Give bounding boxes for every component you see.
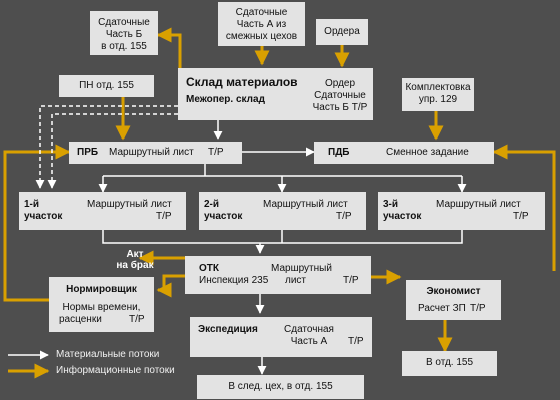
sklad-subtitle: Межопер. склад <box>186 94 265 105</box>
node-text: В след. цех, в отд. 155 <box>228 381 333 392</box>
uchastok-number: 2-й <box>204 199 220 210</box>
pdb-name: ПДБ <box>328 147 350 158</box>
uchastok-number: 1-й <box>24 199 40 210</box>
node-sdatochnye-b: Сдаточные Часть Б в отд. 155 <box>90 11 158 55</box>
node-sklad-materialov: Склад материалов Межопер. склад Ордер Сд… <box>178 68 373 120</box>
node-uchastok-1: 1-й участок Маршрутный лист Т/Р <box>19 192 186 230</box>
normirovshik-text: расценки <box>59 314 102 325</box>
node-text: ПН отд. 155 <box>79 80 134 91</box>
node-sdatochnye-a: Сдаточные Часть А из смежных цехов <box>218 2 305 46</box>
akt-text: на брак <box>116 260 154 271</box>
prb-name: ПРБ <box>77 147 99 158</box>
akt-na-brak-label: Акт на брак <box>112 249 158 271</box>
otk-tr: Т/Р <box>343 275 359 286</box>
uchastok-number: 3-й <box>383 199 399 210</box>
prb-tr: Т/Р <box>208 147 224 158</box>
uchastok-tr: Т/Р <box>156 211 172 222</box>
legend-info-flows: Информационные потоки <box>56 365 175 376</box>
ekonomist-doc: Расчет ЗП <box>418 303 466 314</box>
node-text: В отд. 155 <box>425 357 474 368</box>
node-text: Часть А из <box>236 19 287 30</box>
node-text: Ордера <box>324 26 360 37</box>
legend-material-flows: Материальные потоки <box>56 349 160 360</box>
ekonomist-tr: Т/Р <box>470 303 486 314</box>
node-text: в отд. 155 <box>101 41 147 52</box>
node-komplektovka: Комплектовка упр. 129 <box>402 78 474 111</box>
ekspeditsiya-tr: Т/Р <box>348 336 364 347</box>
node-text: упр. 129 <box>418 94 458 105</box>
node-text: Комплектовка <box>405 82 471 93</box>
ekspeditsiya-text: Часть А <box>290 336 328 347</box>
uchastok-label: участок <box>204 211 243 222</box>
node-prb: ПРБ Маршрутный лист Т/Р <box>69 142 242 164</box>
node-normirovshik: Нормировщик Нормы времени, расценки Т/Р <box>49 277 154 332</box>
uchastok-tr: Т/Р <box>513 211 529 222</box>
node-ekspeditsiya: Экспедиция Сдаточная Часть А Т/Р <box>190 317 372 357</box>
node-pn-otd-155: ПН отд. 155 <box>59 75 154 97</box>
node-ekonomist: Экономист Расчет ЗП Т/Р <box>406 280 501 320</box>
uchastok-doc: Маршрутный лист <box>263 199 348 210</box>
uchastok-doc: Маршрутный лист <box>436 199 521 210</box>
normirovshik-text: Нормы времени, <box>62 302 141 313</box>
node-v-sled-tseh: В след. цех, в отд. 155 <box>197 375 364 399</box>
node-text: Сдаточные <box>98 17 150 28</box>
uchastok-label: участок <box>24 211 63 222</box>
sklad-title: Склад материалов <box>186 75 298 89</box>
node-text: смежных цехов <box>225 31 298 42</box>
ekspeditsiya-title: Экспедиция <box>198 324 258 335</box>
node-uchastok-3: 3-й участок Маршрутный лист Т/Р <box>378 192 545 230</box>
otk-doc: Маршрутный <box>271 263 332 274</box>
prb-doc: Маршрутный лист <box>109 147 194 158</box>
otk-doc: лист <box>285 275 307 286</box>
uchastok-label: участок <box>383 211 422 222</box>
normirovshik-tr: Т/Р <box>129 314 145 325</box>
uchastok-doc: Маршрутный лист <box>87 199 172 210</box>
sklad-chast-b: Часть Б Т/Р <box>312 102 368 113</box>
normirovshik-title: Нормировщик <box>66 284 137 295</box>
ekonomist-title: Экономист <box>426 286 481 297</box>
node-text: Часть Б <box>105 29 143 40</box>
sklad-sdatochnye: Сдаточные <box>314 90 366 101</box>
node-otk: ОТК Инспекция 235 Маршрутный лист Т/Р <box>185 256 371 294</box>
ekspeditsiya-text: Сдаточная <box>284 324 334 335</box>
node-uchastok-2: 2-й участок Маршрутный лист Т/Р <box>199 192 366 230</box>
node-text: Сдаточные <box>235 7 288 18</box>
node-pdb: ПДБ Сменное задание <box>314 142 494 164</box>
node-v-otd-155: В отд. 155 <box>402 351 497 376</box>
pdb-doc: Сменное задание <box>386 147 469 158</box>
uchastok-tr: Т/Р <box>336 211 352 222</box>
node-ordera: Ордера <box>316 19 368 45</box>
akt-text: Акт <box>126 249 144 260</box>
otk-sub: Инспекция 235 <box>199 275 269 286</box>
otk-name: ОТК <box>199 263 219 274</box>
sklad-order: Ордер <box>324 78 356 89</box>
